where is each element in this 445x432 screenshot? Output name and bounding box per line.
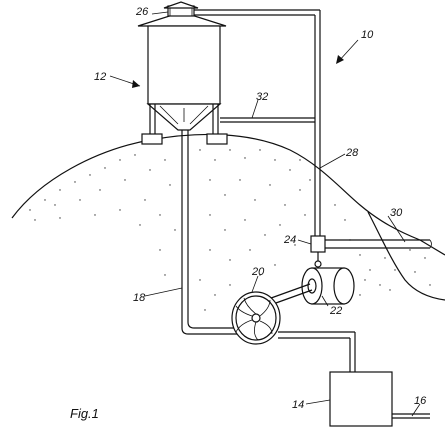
supply-pipe bbox=[325, 239, 432, 249]
label-motor: 22 bbox=[329, 305, 342, 317]
cross-pipe bbox=[220, 117, 315, 123]
label-supply-pipe: 30 bbox=[390, 207, 403, 219]
silo-roof bbox=[137, 1, 227, 27]
valve bbox=[310, 235, 326, 268]
down-pipe bbox=[181, 130, 238, 335]
motor bbox=[259, 267, 355, 309]
silo bbox=[141, 25, 228, 145]
label-cross-pipe: 32 bbox=[256, 91, 268, 103]
label-down-pipe: 18 bbox=[133, 292, 146, 304]
leaders bbox=[109, 11, 421, 417]
label-system: 10 bbox=[361, 29, 374, 41]
tank-pipe bbox=[278, 331, 356, 372]
ground-valley bbox=[367, 211, 445, 301]
label-outlet: 16 bbox=[414, 395, 427, 407]
ground-mound bbox=[11, 133, 445, 256]
ground-stipple bbox=[29, 149, 431, 311]
top-pipe bbox=[194, 9, 321, 236]
label-return-pipe: 28 bbox=[345, 147, 359, 159]
figure-caption: Fig.1 bbox=[70, 406, 99, 421]
tank bbox=[329, 371, 430, 427]
label-valve: 24 bbox=[283, 234, 296, 246]
label-tank: 14 bbox=[292, 399, 304, 411]
label-fan: 20 bbox=[251, 266, 265, 278]
fan bbox=[231, 291, 281, 345]
label-silo: 12 bbox=[94, 71, 106, 83]
label-vent-cap: 26 bbox=[135, 6, 149, 18]
